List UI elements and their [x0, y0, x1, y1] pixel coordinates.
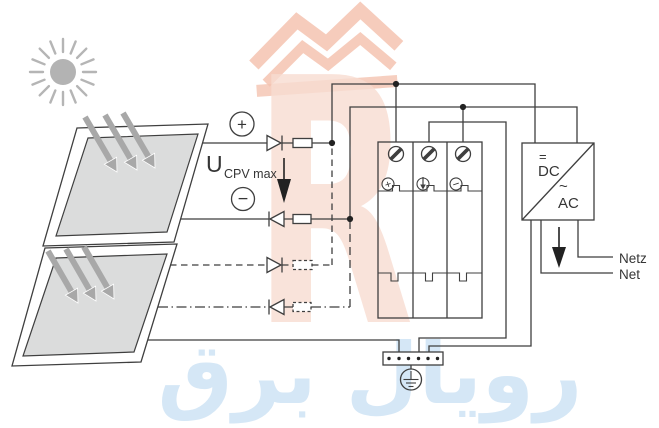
watermark-brand-text: رويال برق	[158, 325, 583, 424]
watermark-letter: R	[252, 6, 414, 403]
string-fuse-2	[292, 213, 312, 225]
string-fuse-3	[292, 259, 313, 271]
spd-module-earth-symbol	[416, 177, 430, 191]
junction-dot	[459, 103, 467, 111]
string-fuse-4	[292, 301, 312, 313]
minus-sign: −	[238, 189, 249, 209]
screw-terminal-icon	[454, 145, 472, 163]
string-fuse-1	[292, 137, 313, 149]
earth-bus-bar	[382, 351, 444, 366]
spd-module-minus-symbol: −	[449, 176, 463, 192]
irradiance-arrows-panel-1	[82, 111, 156, 173]
protective-earth-icon	[399, 365, 423, 391]
grid-label-en: Net	[619, 267, 640, 282]
screw-terminal-icon	[387, 145, 405, 163]
dc-plus-line	[203, 83, 536, 144]
string-voltage-label: U CPV max	[206, 151, 278, 181]
screw-terminal-icon	[420, 145, 438, 163]
spd-module-plus-symbol: +	[381, 177, 395, 192]
inverter-diagonal	[521, 142, 595, 221]
voltage-direction-arrow	[277, 158, 291, 203]
spd-earth-wire	[418, 121, 507, 352]
blocking-diode-1	[266, 134, 283, 152]
sun-rays	[28, 37, 98, 107]
voltage-subscript: CPV max	[224, 167, 278, 181]
ac-label: AC	[558, 195, 579, 212]
svg-text:−: −	[451, 176, 462, 191]
svg-text:+: +	[383, 178, 393, 191]
pv-plus-terminal: +	[229, 111, 255, 137]
grid-line-l	[577, 220, 613, 258]
junction-dot	[328, 139, 336, 147]
sun-icon	[28, 37, 98, 107]
plus-sign: +	[237, 115, 247, 134]
ac-sign: ~	[559, 178, 568, 195]
grid-flow-arrow	[552, 227, 566, 268]
watermark-crown-icon	[249, 1, 404, 97]
spd-block: + −	[377, 141, 483, 319]
pv-minus-terminal: −	[230, 186, 256, 212]
blocking-diode-3	[266, 256, 283, 274]
optional-string-line-2	[158, 219, 351, 308]
solar-panel-2	[11, 243, 178, 367]
voltage-symbol: U	[206, 151, 223, 177]
blocking-diode-2	[268, 210, 285, 228]
junction-dot	[392, 80, 400, 88]
dc-sign: =	[539, 149, 547, 164]
inverter: = DC ~ AC	[521, 142, 595, 221]
junction-dot	[346, 215, 354, 223]
optional-string-line-1	[170, 144, 333, 266]
down-arrow-icon	[420, 177, 426, 190]
earth-terminal-dots	[387, 356, 440, 361]
inverter-earth-wire	[428, 220, 532, 352]
grid-line-n	[540, 220, 613, 274]
blocking-diode-4	[268, 298, 285, 316]
grid-label-de: Netz	[619, 251, 647, 266]
dc-label: DC	[538, 163, 560, 180]
solar-panel-1	[42, 123, 209, 247]
frame-earth-wire	[148, 339, 400, 352]
irradiance-arrows-panel-2	[45, 245, 115, 304]
